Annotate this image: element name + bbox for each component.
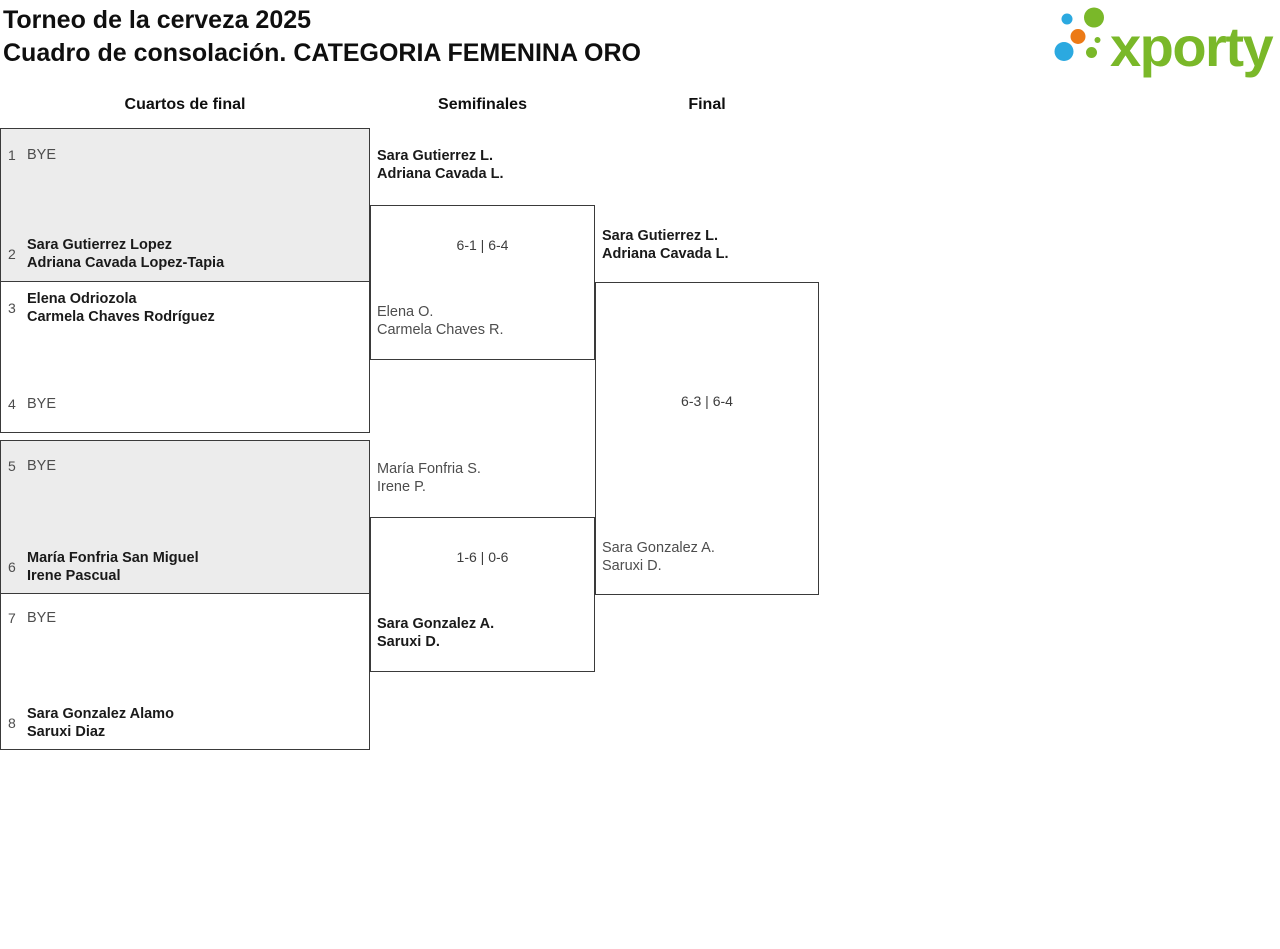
logo-wordmark: xporty bbox=[1110, 15, 1274, 78]
logo-dots-icon: xporty bbox=[1054, 7, 1275, 78]
sf-match-2-box bbox=[370, 517, 595, 672]
player-name: Sara Gonzalez Alamo bbox=[27, 706, 174, 722]
player-name: Saruxi D. bbox=[377, 634, 440, 650]
player-name: Carmela Chaves Rodríguez bbox=[27, 309, 215, 325]
team-names: Sara Gutierrez Lopez Adriana Cavada Lope… bbox=[27, 236, 224, 272]
team-names: BYE bbox=[27, 609, 56, 627]
round-header-final: Final bbox=[688, 96, 726, 113]
player-name: María Fonfria San Miguel bbox=[27, 550, 199, 566]
sf2-score: 1-6 | 0-6 bbox=[456, 549, 509, 565]
qf-team-row-4: 4 BYE bbox=[8, 395, 56, 413]
team-names: BYE bbox=[27, 146, 56, 164]
qf-match-2-box bbox=[0, 282, 370, 433]
final-match-box bbox=[595, 282, 819, 595]
player-name: Elena Odriozola bbox=[27, 291, 137, 307]
logo-dot-blue-small bbox=[1061, 13, 1073, 25]
qf-team-row-1: 1 BYE bbox=[8, 146, 56, 164]
team-names: BYE bbox=[27, 457, 56, 475]
round-header-semifinales: Semifinales bbox=[438, 96, 527, 113]
round-header-cuartos: Cuartos de final bbox=[124, 96, 246, 113]
team-names: Sara Gonzalez Alamo Saruxi Diaz bbox=[27, 705, 174, 741]
player-name: Adriana Cavada L. bbox=[602, 246, 729, 262]
final-winner-team: Sara Gutierrez L. Adriana Cavada L. bbox=[602, 227, 729, 263]
final-loser-team: Sara Gonzalez A. Saruxi D. bbox=[602, 539, 715, 575]
player-name: Carmela Chaves R. bbox=[377, 322, 504, 338]
sf-match-1-box bbox=[370, 205, 595, 360]
seed-number: 4 bbox=[8, 396, 16, 412]
final-score: 6-3 | 6-4 bbox=[681, 393, 733, 409]
logo-dot-orange bbox=[1070, 29, 1086, 44]
qf-match-4-box bbox=[0, 594, 370, 750]
player-name: Sara Gutierrez L. bbox=[377, 148, 494, 164]
seed-number: 5 bbox=[8, 458, 16, 474]
team-names: María Fonfria San Miguel Irene Pascual bbox=[27, 549, 199, 585]
logo-dot-blue-large bbox=[1054, 42, 1074, 61]
xporty-logo[interactable]: xporty bbox=[1050, 0, 1280, 84]
sf1-winner-team: Sara Gutierrez L. Adriana Cavada L. bbox=[377, 147, 504, 183]
qf-team-row-3: 3 Elena Odriozola Carmela Chaves Rodrígu… bbox=[8, 290, 215, 326]
player-name: Irene P. bbox=[377, 479, 426, 495]
seed-number: 2 bbox=[8, 246, 16, 262]
qf-team-row-7: 7 BYE bbox=[8, 609, 56, 627]
qf-team-row-8: 8 Sara Gonzalez Alamo Saruxi Diaz bbox=[8, 705, 174, 741]
player-name: Sara Gutierrez L. bbox=[602, 228, 719, 244]
logo-dot-green-tiny bbox=[1094, 37, 1101, 43]
qf-team-row-6: 6 María Fonfria San Miguel Irene Pascual bbox=[8, 549, 199, 585]
player-name: BYE bbox=[27, 458, 57, 474]
player-name: Sara Gutierrez Lopez bbox=[27, 237, 173, 253]
player-name: BYE bbox=[27, 610, 57, 626]
sf2-loser-team: María Fonfria S. Irene P. bbox=[377, 460, 481, 496]
player-name: María Fonfria S. bbox=[377, 461, 481, 477]
seed-number: 6 bbox=[8, 559, 16, 575]
player-name: Elena O. bbox=[377, 304, 434, 320]
seed-number: 7 bbox=[8, 610, 16, 626]
player-name: BYE bbox=[27, 396, 57, 412]
seed-number: 8 bbox=[8, 715, 16, 731]
player-name: Sara Gonzalez A. bbox=[377, 616, 495, 632]
team-names: BYE bbox=[27, 395, 56, 413]
qf-team-row-5: 5 BYE bbox=[8, 457, 56, 475]
player-name: Adriana Cavada Lopez-Tapia bbox=[27, 255, 225, 271]
page-header: Torneo de la cerveza 2025 Cuadro de cons… bbox=[3, 4, 641, 70]
qf-match-3-box bbox=[0, 440, 370, 594]
tournament-title: Torneo de la cerveza 2025 bbox=[3, 6, 312, 34]
seed-number: 1 bbox=[8, 147, 16, 163]
sf1-score: 6-1 | 6-4 bbox=[456, 237, 509, 253]
team-names: Elena Odriozola Carmela Chaves Rodríguez bbox=[27, 290, 215, 326]
player-name: Sara Gonzalez A. bbox=[602, 540, 715, 556]
qf-team-row-2: 2 Sara Gutierrez Lopez Adriana Cavada Lo… bbox=[8, 236, 224, 272]
bracket-subtitle: Cuadro de consolación. CATEGORIA FEMENIN… bbox=[3, 39, 642, 67]
player-name: BYE bbox=[27, 147, 57, 163]
logo-dot-green-small bbox=[1086, 47, 1097, 58]
qf-match-1-box bbox=[0, 128, 370, 282]
sf2-winner-team: Sara Gonzalez A. Saruxi D. bbox=[377, 615, 494, 651]
player-name: Adriana Cavada L. bbox=[377, 166, 504, 182]
sf1-loser-team: Elena O. Carmela Chaves R. bbox=[377, 303, 504, 339]
player-name: Irene Pascual bbox=[27, 568, 121, 584]
logo-dot-green-large bbox=[1084, 7, 1104, 28]
player-name: Saruxi D. bbox=[602, 558, 662, 574]
player-name: Saruxi Diaz bbox=[27, 724, 106, 740]
seed-number: 3 bbox=[8, 300, 16, 316]
